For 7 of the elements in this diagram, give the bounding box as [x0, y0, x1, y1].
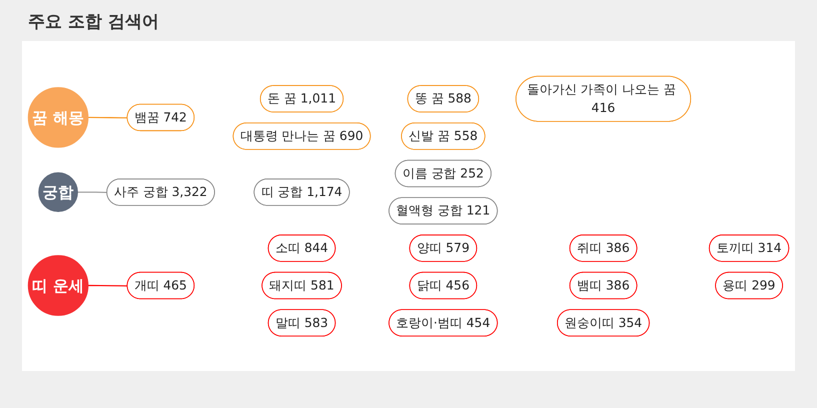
node-circle: 띠 운세 [28, 255, 88, 316]
connector [88, 284, 128, 286]
connector [88, 116, 128, 118]
connector [78, 191, 108, 193]
chart-title: 주요 조합 검색어 [27, 11, 160, 34]
node-circle: 꿈 해몽 [28, 86, 88, 148]
node-circle: 궁합 [38, 172, 78, 212]
